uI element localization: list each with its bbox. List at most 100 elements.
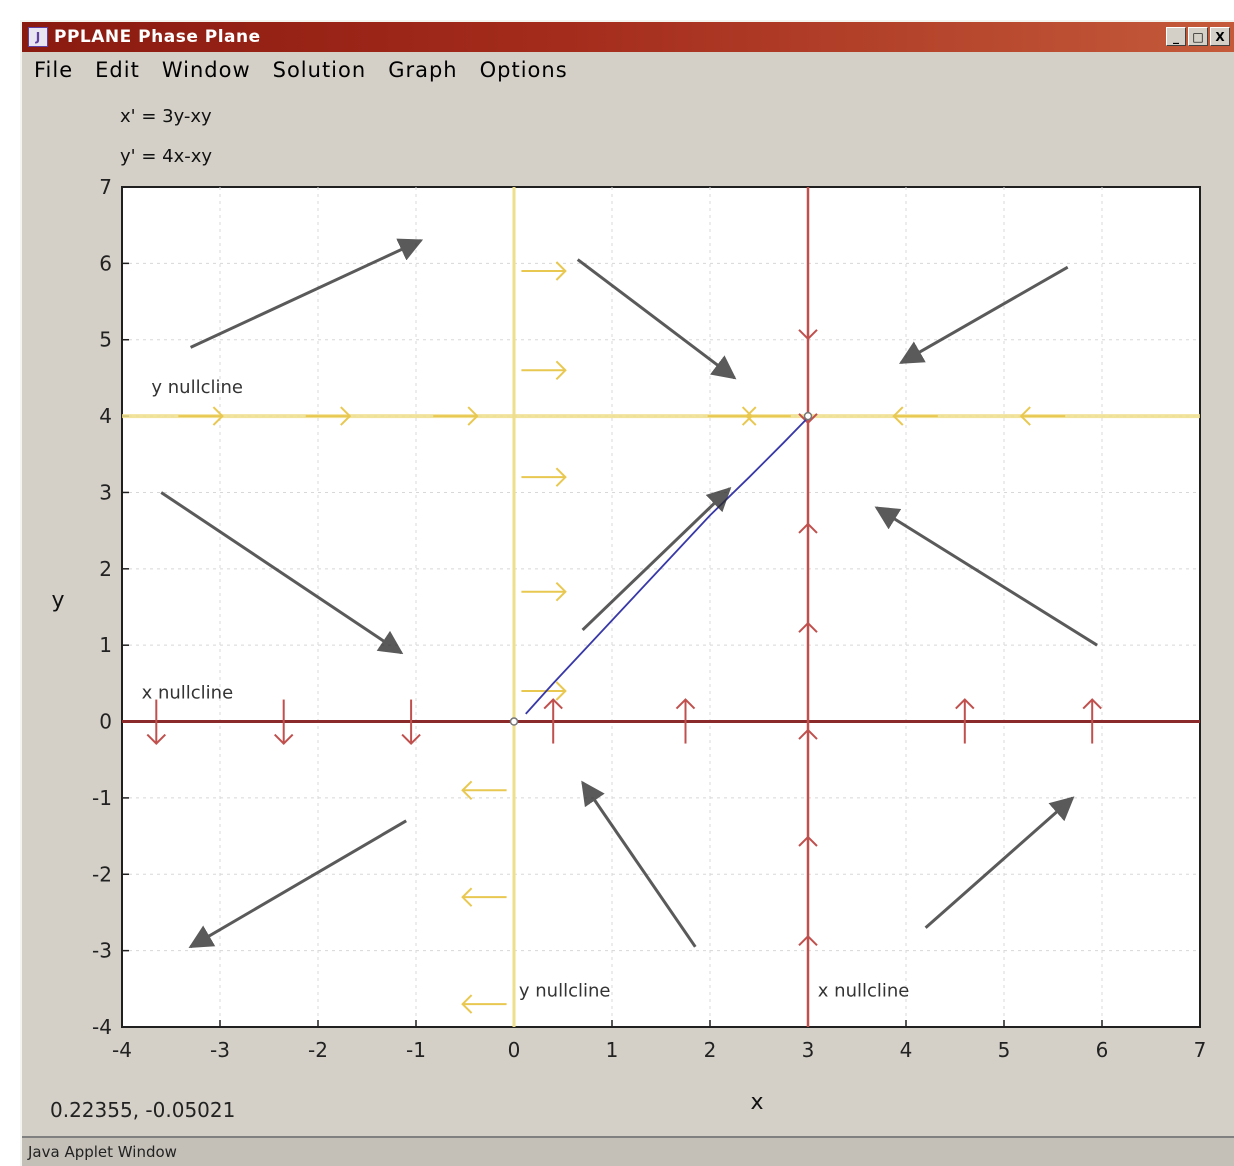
- nullcline-arrow-head: [543, 698, 563, 710]
- x-nullcline-direction-arrow: [273, 699, 294, 745]
- nullcline-arrow-head: [798, 934, 818, 946]
- x-nullcline-label: x nullcline: [818, 980, 910, 1001]
- nullcline-arrow-head: [273, 733, 294, 745]
- x-tick-label: 1: [606, 1038, 619, 1062]
- x-nullcline-direction-arrow: [798, 294, 818, 341]
- y-tick-label: 1: [99, 633, 112, 657]
- direction-field-arrow: [874, 506, 1098, 647]
- nullcline-arrow-head: [675, 698, 696, 710]
- menu-edit[interactable]: Edit: [95, 58, 140, 82]
- nullcline-arrow-head: [798, 329, 818, 341]
- java-app-icon: J: [28, 27, 48, 47]
- y-nullcline-direction-arrow: [461, 887, 507, 907]
- direction-field-arrow: [576, 258, 737, 380]
- x-tick-label: -4: [112, 1038, 132, 1062]
- applet-window-label: Java Applet Window: [28, 1143, 177, 1161]
- x-nullcline-direction-arrow: [955, 698, 975, 744]
- x-nullcline-direction-arrow: [798, 934, 818, 981]
- y-tick-label: 0: [99, 710, 112, 734]
- y-nullcline-direction-arrow: [521, 467, 567, 487]
- y-tick-label: 2: [99, 557, 112, 581]
- window-controls: _ □ X: [1166, 27, 1230, 46]
- nullcline-arrow-head: [798, 728, 818, 740]
- menu-options[interactable]: Options: [479, 58, 568, 82]
- y-nullcline-direction-arrow: [521, 261, 567, 281]
- plot-area: [121, 186, 1201, 1028]
- y-nullcline-direction-arrow: [521, 582, 567, 602]
- maximize-button[interactable]: □: [1188, 27, 1208, 46]
- x-tick-label: 2: [704, 1038, 717, 1062]
- y-nullcline-direction-arrow: [521, 360, 567, 380]
- nullcline-arrow-head: [1082, 698, 1102, 710]
- nullcline-arrow-head: [1019, 406, 1031, 426]
- minimize-button[interactable]: _: [1166, 27, 1186, 46]
- y-nullcline-direction-arrow: [461, 780, 507, 800]
- x-nullcline-direction-arrow: [798, 522, 818, 568]
- nullcline-arrow-head: [340, 406, 352, 426]
- y-nullcline-direction-arrow: [892, 406, 938, 426]
- direction-field-arrow: [924, 796, 1075, 929]
- menu-bar: File Edit Window Solution Graph Options: [22, 54, 1234, 86]
- solution-trajectory: [525, 416, 809, 715]
- nullcline-arrow-head: [798, 621, 818, 633]
- nullcline-arrow-head: [461, 887, 473, 907]
- direction-field-arrow: [581, 486, 732, 631]
- nullcline-arrow-head: [892, 406, 904, 426]
- nullcline-arrow-head: [798, 835, 818, 847]
- x-nullcline-direction-arrow: [798, 621, 818, 668]
- y-tick-label: 7: [99, 175, 112, 199]
- equation-x-prime: x' = 3y-xy: [120, 106, 212, 127]
- y-nullcline-direction-arrow: [461, 994, 507, 1014]
- y-nullcline-direction-arrow: [178, 406, 224, 426]
- y-tick-label: -3: [92, 939, 112, 963]
- y-nullcline-label: y nullcline: [151, 377, 243, 398]
- nullcline-arrow-head: [467, 406, 479, 426]
- nullcline-arrow-head: [555, 467, 567, 487]
- nullcline-arrow-head: [798, 413, 818, 425]
- nullcline-arrow-head: [461, 994, 473, 1014]
- title-bar[interactable]: J PPLANE Phase Plane _ □ X: [22, 22, 1234, 52]
- nullcline-arrow-head: [555, 681, 567, 701]
- y-tick-label: -1: [92, 786, 112, 810]
- direction-field-arrow: [581, 780, 697, 948]
- x-tick-label: 6: [1096, 1038, 1109, 1062]
- x-tick-label: 3: [802, 1038, 815, 1062]
- y-nullcline-direction-arrow: [305, 406, 352, 426]
- x-tick-label: 7: [1194, 1038, 1207, 1062]
- x-tick-label: 0: [508, 1038, 521, 1062]
- y-tick-label: -2: [92, 862, 112, 886]
- close-button[interactable]: X: [1210, 27, 1230, 46]
- y-tick-label: 5: [99, 328, 112, 352]
- x-axis-label: x: [750, 1090, 763, 1115]
- y-tick-label: -4: [92, 1015, 112, 1039]
- menu-solution[interactable]: Solution: [272, 58, 367, 82]
- nullcline-arrow-head: [955, 698, 975, 710]
- x-tick-label: -3: [210, 1038, 230, 1062]
- menu-graph[interactable]: Graph: [388, 58, 458, 82]
- y-tick-label: 6: [99, 251, 112, 275]
- direction-field-arrow: [160, 491, 404, 655]
- nullcline-arrow-head: [745, 406, 757, 426]
- x-nullcline-direction-arrow: [1082, 698, 1102, 744]
- equilibrium-point: [509, 717, 519, 726]
- nullcline-arrow-head: [212, 406, 224, 426]
- y-nullcline-label: y nullcline: [519, 980, 611, 1001]
- x-tick-label: -2: [308, 1038, 328, 1062]
- menu-window[interactable]: Window: [161, 58, 251, 82]
- x-tick-label: 4: [900, 1038, 913, 1062]
- x-tick-label: 5: [998, 1038, 1011, 1062]
- nullcline-arrow-head: [555, 261, 567, 281]
- window-title: PPLANE Phase Plane: [54, 27, 261, 47]
- y-nullcline-direction-arrow: [433, 406, 479, 426]
- x-nullcline-label: x nullcline: [142, 683, 234, 704]
- menu-file[interactable]: File: [34, 58, 74, 82]
- nullcline-arrow-head: [401, 733, 421, 745]
- x-tick-label: -1: [406, 1038, 426, 1062]
- equilibrium-point: [803, 411, 813, 421]
- direction-field-arrow: [899, 265, 1069, 364]
- nullcline-arrow-head: [146, 733, 167, 745]
- status-bar: Java Applet Window: [22, 1136, 1234, 1166]
- nullcline-arrow-head: [555, 360, 567, 380]
- pplane-window: J PPLANE Phase Plane _ □ X File Edit Win…: [20, 20, 1234, 1166]
